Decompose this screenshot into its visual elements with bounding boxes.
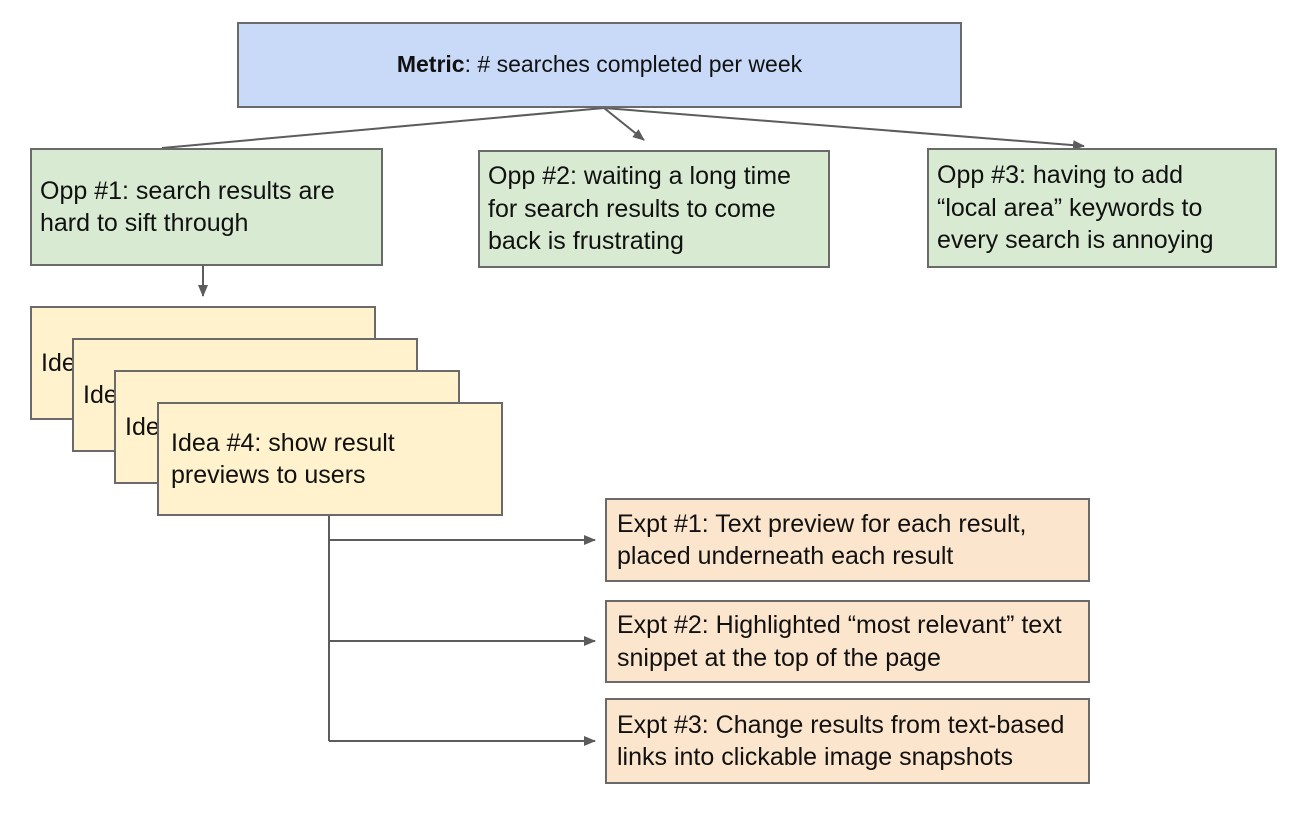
opportunity-box-2: Opp #2: waiting a long time for search r… xyxy=(478,150,830,268)
idea-4-text: Idea #4: show result previews to users xyxy=(171,428,395,490)
metric-label-bold: Metric xyxy=(396,51,465,78)
metric-label-rest: : # searches completed per week xyxy=(464,51,803,78)
experiment-box-1: Expt #1: Text preview for each result, p… xyxy=(605,498,1090,582)
experiment-1-text: Expt #1: Text preview for each result, p… xyxy=(617,509,1027,571)
metric-label: Metric: # searches completed per week xyxy=(397,50,802,80)
opportunity-3-text: Opp #3: having to add “local area” keywo… xyxy=(937,161,1214,255)
connector-metric-to-opp3 xyxy=(603,107,1085,151)
opportunity-box-1: Opp #1: search results are hard to sift … xyxy=(30,148,383,266)
idea-2-partial-text: Ide xyxy=(83,380,118,409)
experiment-3-text: Expt #3: Change results from text-based … xyxy=(617,710,1065,772)
idea-card-4: Idea #4: show result previews to users xyxy=(157,402,503,516)
idea-1-partial-text: Ide xyxy=(41,348,76,377)
opportunity-2-text: Opp #2: waiting a long time for search r… xyxy=(488,162,791,256)
metric-box: Metric: # searches completed per week xyxy=(237,22,962,108)
experiment-box-3: Expt #3: Change results from text-based … xyxy=(605,698,1090,784)
connector-metric-to-opp1 xyxy=(161,107,605,149)
idea-3-partial-text: Ide xyxy=(125,412,160,441)
opportunity-box-3: Opp #3: having to add “local area” keywo… xyxy=(927,148,1277,268)
experiment-box-2: Expt #2: Highlighted “most relevant” tex… xyxy=(605,600,1090,683)
connector-metric-to-opp2 xyxy=(603,107,645,141)
opportunity-1-text: Opp #1: search results are hard to sift … xyxy=(40,176,335,238)
experiment-2-text: Expt #2: Highlighted “most relevant” tex… xyxy=(617,611,1062,672)
